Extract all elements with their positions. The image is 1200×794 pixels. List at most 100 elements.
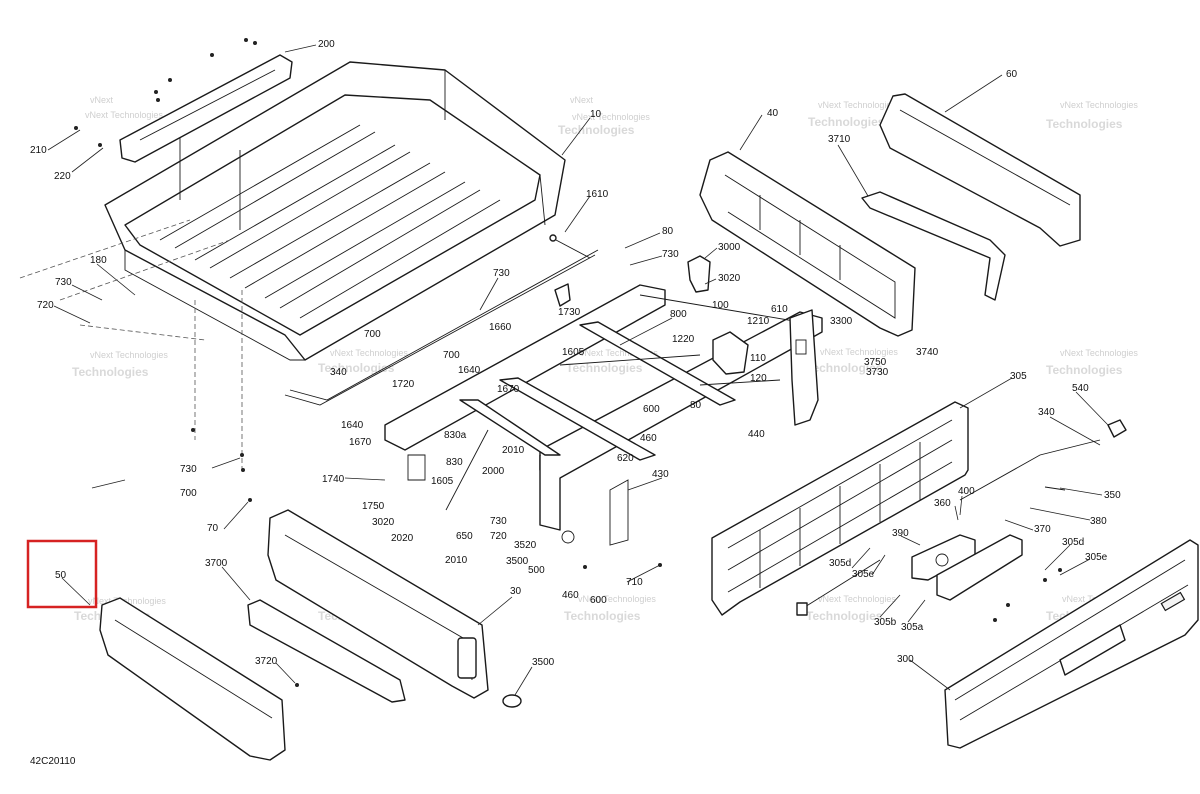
callout-460b: 460 <box>562 590 579 601</box>
callout-340b: 340 <box>330 367 347 378</box>
callout-180: 180 <box>90 255 107 266</box>
trim-part-3710[interactable] <box>861 191 1006 301</box>
callout-610: 610 <box>771 304 788 315</box>
svg-text:Technologies: Technologies <box>806 361 883 375</box>
callout-80b: 80 <box>690 400 702 411</box>
diagram-code: 42C20110 <box>30 756 76 767</box>
stop-bar-part-440[interactable] <box>699 379 781 386</box>
cargo-box-part[interactable] <box>104 61 566 361</box>
callout-1640b: 1640 <box>341 420 364 431</box>
callout-800: 800 <box>670 309 687 320</box>
svg-text:vNext Technologies: vNext Technologies <box>818 100 896 110</box>
cap-part-3500[interactable] <box>502 694 522 708</box>
callout-730c: 730 <box>180 464 197 475</box>
svg-text:Technologies: Technologies <box>808 115 885 129</box>
svg-text:vNext Technologies: vNext Technologies <box>330 348 408 358</box>
callout-60: 60 <box>1006 69 1018 80</box>
callout-600b: 600 <box>590 595 607 606</box>
callout-440: 440 <box>748 429 765 440</box>
callout-10: 10 <box>590 109 602 120</box>
side-panel-part-40[interactable] <box>699 151 916 337</box>
callout-1610: 1610 <box>586 189 609 200</box>
callout-350: 350 <box>1104 490 1121 501</box>
svg-text:vNext Technologies: vNext Technologies <box>578 594 656 604</box>
callout-710: 710 <box>626 577 643 588</box>
rod-part-350[interactable] <box>1044 486 1066 491</box>
svg-text:vNext Technologies: vNext Technologies <box>1060 348 1138 358</box>
callout-3300: 3300 <box>830 316 853 327</box>
callout-3710: 3710 <box>828 134 851 145</box>
bracket-part-1730[interactable] <box>554 283 571 307</box>
callout-720: 720 <box>37 300 54 311</box>
callout-650: 650 <box>456 531 473 542</box>
callout-220: 220 <box>54 171 71 182</box>
callout-380: 380 <box>1090 516 1107 527</box>
callout-700a: 700 <box>364 329 381 340</box>
callout-830a: 830a <box>444 430 467 441</box>
callout-2020: 2020 <box>391 533 414 544</box>
cover-part-305a[interactable] <box>936 534 1023 601</box>
bracket-part-3000[interactable] <box>687 255 711 293</box>
svg-text:Technologies: Technologies <box>1046 117 1123 131</box>
misc-hardware <box>191 428 1062 687</box>
frame-part-800[interactable] <box>384 284 823 531</box>
callout-3020a: 3020 <box>718 273 741 284</box>
latch-plate-part-610[interactable] <box>789 309 819 426</box>
outer-panel-part-60[interactable] <box>879 93 1081 247</box>
outer-panel-part-50[interactable] <box>99 597 286 761</box>
rod-part-1610[interactable] <box>549 234 591 259</box>
callout-3750: 3750 <box>864 357 887 368</box>
callout-1605a: 1605 <box>562 347 585 358</box>
tailgate-inner-part-305[interactable] <box>711 401 969 616</box>
callouts: 200 210 220 10 1610 180 730 720 700 730 … <box>30 39 1121 668</box>
side-panel-part-30[interactable] <box>267 509 489 699</box>
svg-text:vNext Technologies: vNext Technologies <box>88 596 166 606</box>
svg-text:vNext: vNext <box>90 95 114 105</box>
svg-text:vNext Technologies: vNext Technologies <box>580 348 658 358</box>
svg-text:vNext Technologies: vNext Technologies <box>572 112 650 122</box>
tailgate-outer-part-300[interactable] <box>944 539 1199 749</box>
callout-1730: 1730 <box>558 307 581 318</box>
svg-text:vNext: vNext <box>570 95 594 105</box>
cable-part-340[interactable] <box>959 419 1127 501</box>
svg-text:vNext Technologies: vNext Technologies <box>1060 100 1138 110</box>
callout-200: 200 <box>318 39 335 50</box>
trim-part-3700[interactable] <box>247 599 406 703</box>
svg-text:Technologies: Technologies <box>564 609 641 623</box>
callout-3520: 3520 <box>514 540 537 551</box>
callout-210: 210 <box>30 145 47 156</box>
callout-500: 500 <box>528 565 545 576</box>
callout-390: 390 <box>892 528 909 539</box>
svg-text:Technologies: Technologies <box>566 361 643 375</box>
callout-3000: 3000 <box>718 242 741 253</box>
callout-1660: 1660 <box>489 322 512 333</box>
top-rail-part[interactable] <box>119 54 293 163</box>
callout-80: 80 <box>662 226 674 237</box>
callout-1670b: 1670 <box>497 384 520 395</box>
callout-3730: 3730 <box>866 367 889 378</box>
hinge-part-100[interactable] <box>712 331 749 375</box>
callout-2010a: 2010 <box>502 445 525 456</box>
callout-305b: 305b <box>874 617 897 628</box>
callout-100: 100 <box>712 300 729 311</box>
callout-720b: 720 <box>490 531 507 542</box>
callout-700c: 700 <box>180 488 197 499</box>
callout-305d: 305d <box>829 558 851 569</box>
callout-1210: 1210 <box>747 316 770 327</box>
callout-730b: 730 <box>493 268 510 279</box>
leader-lines <box>47 44 1109 696</box>
svg-text:Technologies: Technologies <box>806 609 883 623</box>
callout-370: 370 <box>1034 524 1051 535</box>
callout-700b: 700 <box>443 350 460 361</box>
cover-part-305b[interactable] <box>796 559 881 616</box>
svg-text:Technologies: Technologies <box>1046 363 1123 377</box>
callout-305: 305 <box>1010 371 1027 382</box>
svg-text:Technologies: Technologies <box>558 123 635 137</box>
callout-340: 340 <box>1038 407 1055 418</box>
callout-305d2: 305d <box>1062 537 1084 548</box>
callout-830: 830 <box>446 457 463 468</box>
callout-540: 540 <box>1072 383 1089 394</box>
callout-400: 400 <box>958 486 975 497</box>
callout-1740: 1740 <box>322 474 345 485</box>
